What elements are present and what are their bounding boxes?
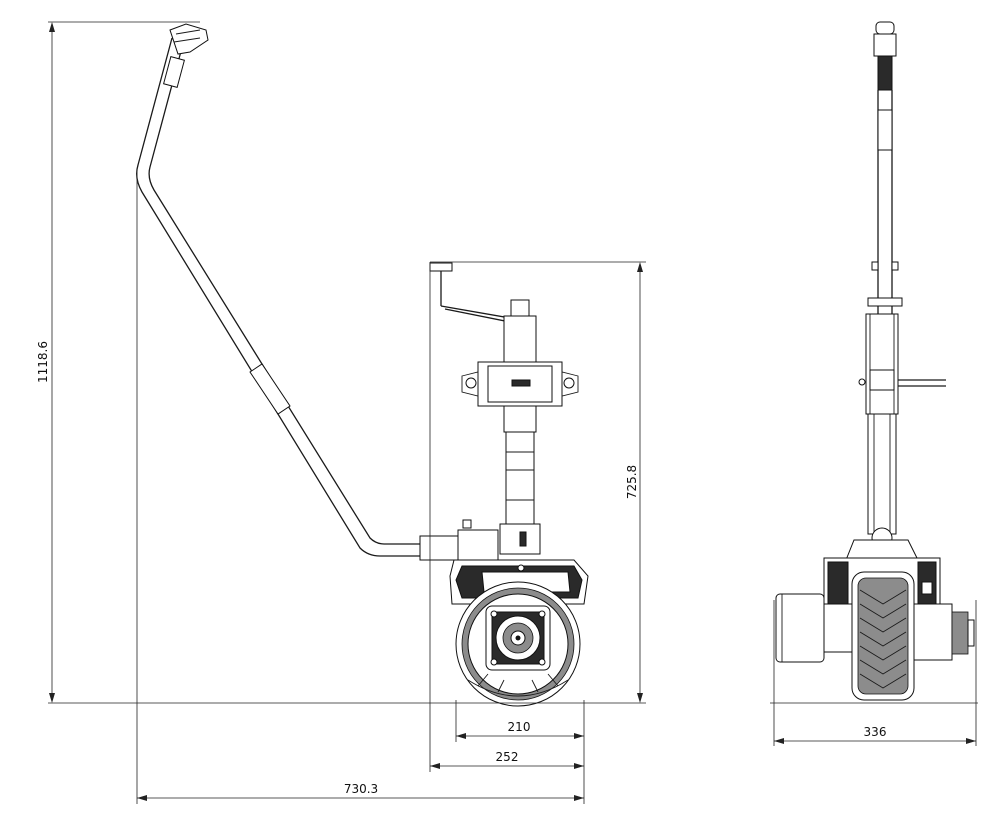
dim-jack-height: 725.8: [430, 261, 646, 703]
front-view: 336: [770, 21, 978, 746]
dim-wheel-outer: 252: [429, 262, 585, 772]
crank-knob: [429, 262, 453, 272]
dim-wheel-inner-label: 210: [508, 720, 531, 734]
dim-wheel-outer-label: 252: [496, 750, 519, 764]
drive-unit-front: [775, 539, 975, 701]
jack-column: [429, 262, 579, 561]
handle-grip: [169, 23, 209, 55]
dim-front-width: 336: [773, 600, 977, 746]
dim-jack-height-label: 725.8: [625, 465, 639, 499]
dim-overall-length-label: 730.3: [344, 782, 378, 796]
dim-overall-height: 1118.6: [36, 21, 200, 703]
dim-front-width-label: 336: [864, 725, 887, 739]
side-view: 1118.6 725.8 210 252: [36, 21, 646, 804]
dim-overall-height-label: 1118.6: [36, 341, 50, 383]
drive-wheel-side: [449, 559, 589, 707]
dim-wheel-inner: 210: [455, 700, 585, 742]
dim-overall-length: 730.3: [136, 172, 585, 804]
tow-handle: [136, 23, 461, 561]
front-column: [858, 313, 946, 549]
front-handle: [867, 21, 903, 330]
